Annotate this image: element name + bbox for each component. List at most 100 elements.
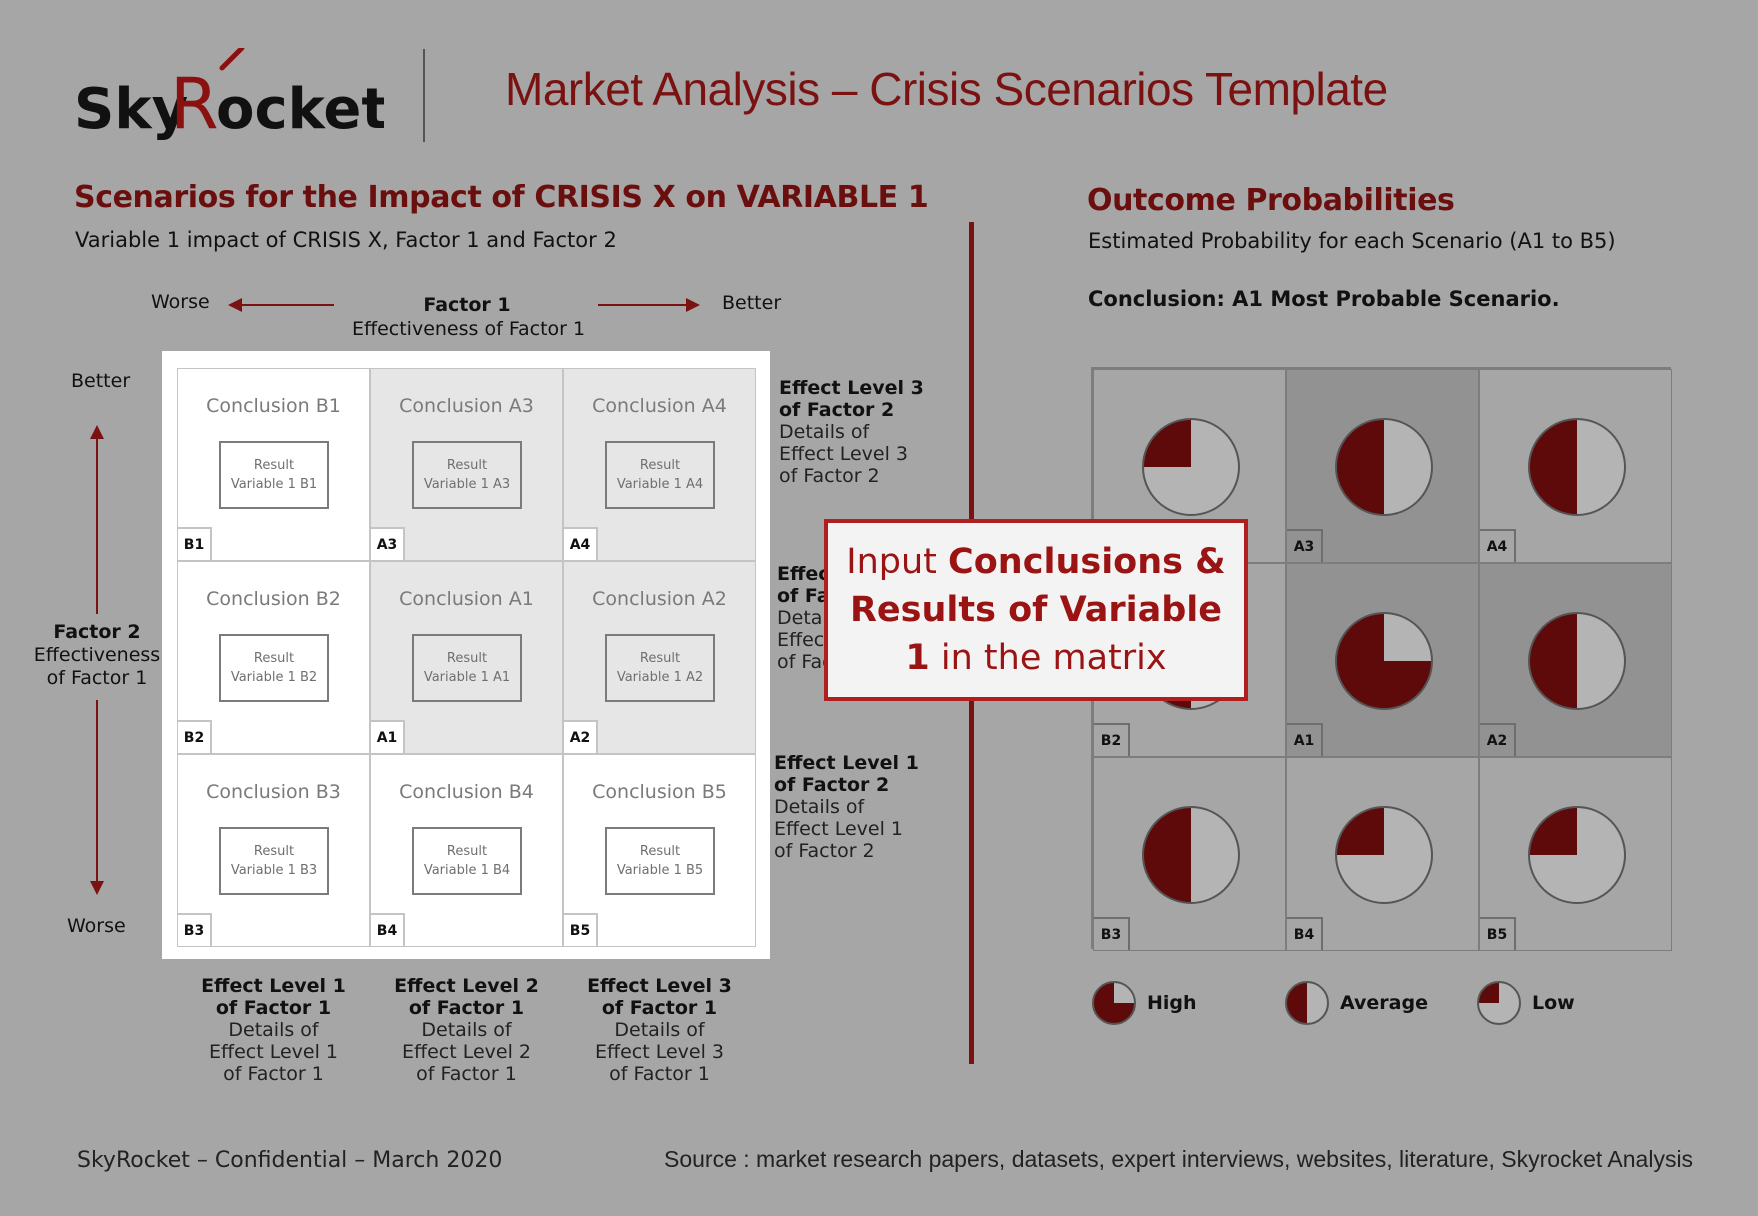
scenario-id-badge: B1 [178,527,212,560]
instruction-callout: Input Conclusions & Results of Variable … [824,519,1248,701]
probability-pie [1335,418,1433,516]
probability-pie [1142,418,1240,516]
scenario-conclusion: Conclusion B5 [592,781,727,803]
outcome-conclusion: Conclusion: A1 Most Probable Scenario. [1088,287,1560,311]
factor2-desc-line2: of Factor 1 [46,667,148,689]
effect-label: Effect Level 3 [779,377,924,399]
factor1-left-arrowhead [228,298,242,312]
legend-average-pie [1285,981,1329,1025]
scenario-conclusion: Conclusion B1 [206,395,341,417]
callout-text-part1: Input [846,542,949,582]
factor1-right-arrowhead [686,298,700,312]
effect-detail: Effect Level 1 [774,818,904,840]
factor2-level-3: Effect Level 3 of Factor 2 Details of Ef… [779,377,924,487]
effect-detail: of Factor 1 [609,1063,710,1085]
result-label: Result [639,458,681,473]
scenario-conclusion: Conclusion B2 [206,588,341,610]
result-variable: Variable 1 B1 [230,477,318,492]
pie-outline [1528,418,1626,516]
result-label: Result [639,844,681,859]
result-variable: Variable 1 B5 [616,863,704,878]
logo-text-ocket: ocket [216,77,384,142]
probability-pie [1528,612,1626,710]
probability-id-badge: B2 [1094,723,1130,756]
effect-label: of Factor 1 [215,997,332,1019]
factor1-desc: Effectiveness of Factor 1 [352,318,586,340]
skyrocket-logo: Sky R ocket [74,48,384,148]
page-title: Market Analysis – Crisis Scenarios Templ… [505,63,1388,115]
outcome-subtitle: Estimated Probability for each Scenario … [1088,229,1616,253]
pie-slice [1336,613,1432,709]
result-label: Result [446,651,488,666]
footer-source: Source : market research papers, dataset… [664,1146,1694,1172]
effect-detail: Details of [228,1019,319,1041]
pie-slice [1336,807,1384,855]
factor2-up-arrow-line [96,438,98,614]
probability-pie [1528,806,1626,904]
pie-outline [1477,981,1521,1025]
legend-high-pie [1092,981,1136,1025]
factor2-heading: Factor 2 Effectiveness of Factor 1 [30,621,164,690]
scenario-id-badge: B3 [178,913,212,946]
effect-detail: Details of [421,1019,512,1041]
legend-average-label: Average [1340,992,1428,1014]
legend-low: Low [1476,980,1575,1026]
probability-cell: A3 [1286,369,1479,563]
result-variable: Variable 1 B3 [230,863,318,878]
factor1-heading: Factor 1 Effectiveness of Factor 1 [352,293,586,341]
probability-id-badge: B4 [1287,917,1323,950]
outcome-title: Outcome Probabilities [1087,183,1455,218]
factor1-level-1: Effect Level 1 of Factor 1 Details of Ef… [177,975,370,1085]
scenario-conclusion: Conclusion A2 [592,588,727,610]
result-variable: Variable 1 A2 [616,670,704,685]
result-label: Result [639,651,681,666]
pie-slice [1093,982,1135,1024]
scenario-id-badge: A4 [564,527,598,560]
effect-detail: Effect Level 1 [208,1041,338,1063]
factor1-better-label: Better [722,292,782,314]
logo-text-r: R [170,63,219,145]
result-variable: Variable 1 B4 [423,863,511,878]
probability-id-badge: B5 [1480,917,1516,950]
probability-pie [1142,806,1240,904]
result-variable: Variable 1 B2 [230,670,318,685]
effect-label: Effect Level 1 [201,975,346,997]
scenario-id-badge: A2 [564,720,598,753]
scenario-id-badge: B5 [564,913,598,946]
scenario-conclusion: Conclusion B3 [206,781,341,803]
pie-outline [1528,806,1626,904]
scenario-id-badge: B4 [371,913,405,946]
probability-cell: B3 [1093,757,1286,951]
effect-label: Effect Level 1 [774,752,919,774]
factor2-desc-line1: Effectiveness [33,644,161,666]
result-variable: Variable 1 A4 [616,477,704,492]
factor1-left-arrow-line [238,304,334,306]
pie-slice [1529,613,1577,709]
pie-outline [1092,981,1136,1025]
factor1-right-arrow-line [598,304,690,306]
probability-id-badge: A4 [1480,529,1516,562]
factor2-level-1: Effect Level 1 of Factor 2 Details of Ef… [774,752,919,862]
pie-slice [1478,982,1499,1003]
effect-label: of Factor 1 [408,997,525,1019]
factor2-down-arrowhead [90,881,104,895]
scenario-id-badge: A3 [371,527,405,560]
logo-rocket-stroke [219,48,245,71]
result-label: Result [446,458,488,473]
pie-outline [1142,806,1240,904]
pie-outline [1285,981,1329,1025]
probability-id-badge: A3 [1287,529,1323,562]
pie-slice [1143,419,1191,467]
probability-matrix: B1A3A4B2A1A2B3B4B5 [1091,367,1672,951]
effect-detail: of Factor 1 [416,1063,517,1085]
pie-slice [1336,419,1384,515]
